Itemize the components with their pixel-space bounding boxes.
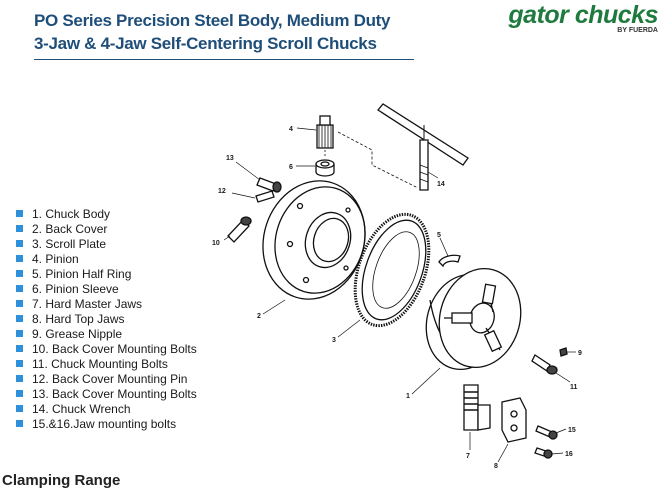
legend-label: 12. Back Cover Mounting Pin: [32, 372, 188, 386]
callout-11: 11: [570, 384, 578, 391]
legend-item: 1. Chuck Body: [16, 207, 197, 222]
legend-item: 8. Hard Top Jaws: [16, 312, 197, 327]
square-bullet-icon: [16, 210, 23, 217]
square-bullet-icon: [16, 270, 23, 277]
legend-item: 3. Scroll Plate: [16, 237, 197, 252]
square-bullet-icon: [16, 360, 23, 367]
square-bullet-icon: [16, 345, 23, 352]
legend-item: 7. Hard Master Jaws: [16, 297, 197, 312]
back-cover-bolt-13-part: [256, 177, 282, 193]
scroll-plate-part: [353, 212, 431, 328]
callout-9: 9: [578, 350, 582, 357]
jaw-mounting-bolts-part: [534, 425, 558, 459]
legend-item: 10. Back Cover Mounting Bolts: [16, 342, 197, 357]
legend-item: 13. Back Cover Mounting Bolts: [16, 387, 197, 402]
hard-top-jaw-part: [501, 397, 527, 443]
square-bullet-icon: [16, 405, 23, 412]
chuck-wrench-part: [377, 103, 469, 191]
legend-label: 15.&16.Jaw mounting bolts: [32, 417, 177, 431]
square-bullet-icon: [16, 285, 23, 292]
callout-5: 5: [437, 232, 441, 239]
legend-item: 6. Pinion Sleeve: [16, 282, 197, 297]
legend-label: 8. Hard Top Jaws: [32, 312, 125, 326]
callout-6: 6: [289, 164, 293, 171]
legend-item: 4. Pinion: [16, 252, 197, 267]
legend-item: 9. Grease Nipple: [16, 327, 197, 342]
title-underline: [34, 59, 414, 60]
legend-label: 6. Pinion Sleeve: [32, 282, 119, 296]
pinion-sleeve-part: [315, 159, 335, 177]
logo-subtitle: BY FUERDA: [617, 27, 658, 34]
title-line-2: 3-Jaw & 4-Jaw Self-Centering Scroll Chuc…: [34, 34, 377, 53]
square-bullet-icon: [16, 375, 23, 382]
callout-13: 13: [226, 155, 234, 162]
square-bullet-icon: [16, 240, 23, 247]
square-bullet-icon: [16, 255, 23, 262]
chuck-mounting-bolt-part: [531, 354, 558, 375]
callout-8: 8: [494, 463, 498, 470]
callout-12: 12: [218, 188, 226, 195]
legend-item: 5. Pinion Half Ring: [16, 267, 197, 282]
callout-16: 16: [565, 451, 573, 458]
parts-legend: 1. Chuck Body 2. Back Cover 3. Scroll Pl…: [16, 207, 197, 432]
legend-label: 14. Chuck Wrench: [32, 402, 131, 416]
square-bullet-icon: [16, 390, 23, 397]
legend-item: 12. Back Cover Mounting Pin: [16, 372, 197, 387]
brand-logo: gator chucks BY FUERDA: [508, 2, 658, 35]
legend-label: 10. Back Cover Mounting Bolts: [32, 342, 197, 356]
legend-label: 4. Pinion: [32, 252, 79, 266]
section-heading-clamping-range: Clamping Range: [2, 472, 121, 489]
page-title: PO Series Precision Steel Body, Medium D…: [34, 9, 390, 55]
callout-2: 2: [257, 313, 261, 320]
back-cover-bolt-10-part: [227, 216, 252, 243]
callout-3: 3: [332, 337, 336, 344]
legend-item: 11. Chuck Mounting Bolts: [16, 357, 197, 372]
back-cover-pin-part: [255, 190, 275, 203]
callout-1: 1: [406, 393, 410, 400]
square-bullet-icon: [16, 300, 23, 307]
square-bullet-icon: [16, 225, 23, 232]
callout-7: 7: [466, 453, 470, 460]
square-bullet-icon: [16, 315, 23, 322]
logo-wordmark: gator chucks: [508, 1, 658, 29]
legend-item: 15.&16.Jaw mounting bolts: [16, 417, 197, 432]
pinion-half-ring-part: [438, 254, 461, 268]
hard-master-jaw-part: [463, 384, 491, 431]
callout-10: 10: [212, 240, 220, 247]
legend-item: 14. Chuck Wrench: [16, 402, 197, 417]
callout-4: 4: [289, 126, 293, 133]
legend-label: 11. Chuck Mounting Bolts: [32, 357, 168, 371]
chuck-body-part: [425, 267, 522, 371]
callout-14: 14: [437, 181, 445, 188]
grease-nipple-part: [559, 347, 568, 357]
square-bullet-icon: [16, 420, 23, 427]
legend-label: 5. Pinion Half Ring: [32, 267, 132, 281]
legend-label: 9. Grease Nipple: [32, 327, 123, 341]
legend-item: 2. Back Cover: [16, 222, 197, 237]
pinion-part: [316, 115, 334, 158]
legend-label: 1. Chuck Body: [32, 207, 111, 221]
legend-label: 2. Back Cover: [32, 222, 108, 236]
legend-label: 3. Scroll Plate: [32, 237, 107, 251]
callout-15: 15: [568, 427, 576, 434]
square-bullet-icon: [16, 330, 23, 337]
title-line-1: PO Series Precision Steel Body, Medium D…: [34, 11, 391, 30]
legend-label: 7. Hard Master Jaws: [32, 297, 143, 311]
legend-label: 13. Back Cover Mounting Bolts: [32, 387, 197, 401]
